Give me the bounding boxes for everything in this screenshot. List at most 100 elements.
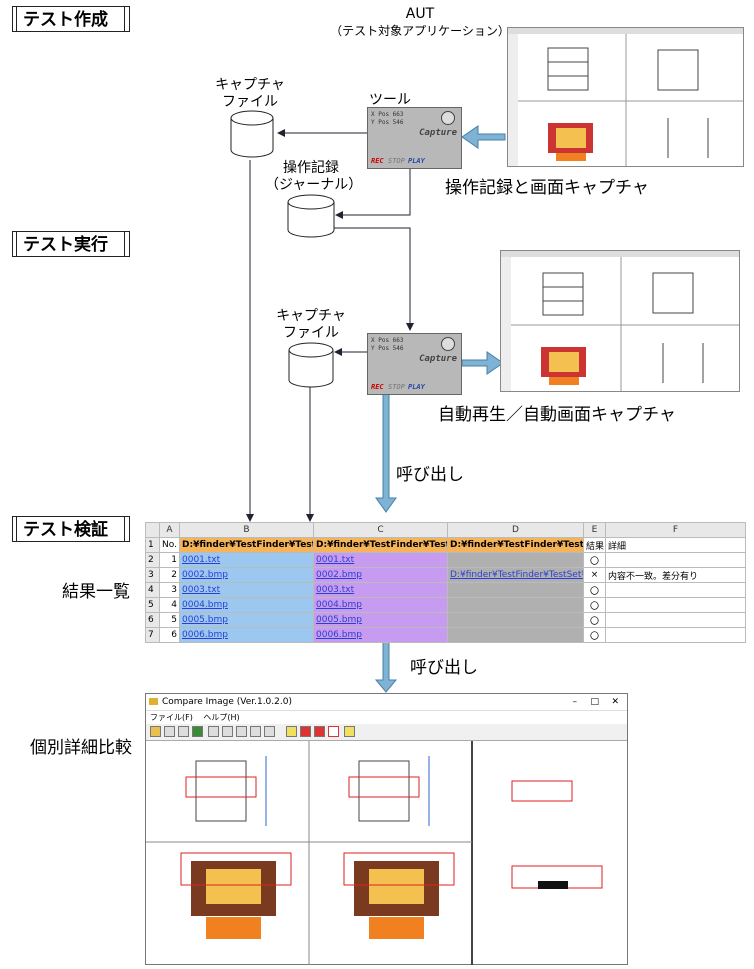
row-number[interactable]: 1 (145, 537, 160, 553)
image-icon[interactable] (192, 726, 203, 737)
capture-button[interactable]: Capture (419, 128, 457, 138)
row-number[interactable]: 6 (145, 612, 160, 628)
cell-d-header[interactable]: D:¥finder¥TestFinder¥TestSet¥ (447, 537, 584, 553)
zoom-in-icon[interactable] (222, 726, 233, 737)
marker-icon[interactable] (286, 726, 297, 737)
cell-d-link[interactable]: D:¥finder¥TestFinder¥TestSet¥C (447, 567, 584, 583)
menu-help[interactable]: ヘルプ(H) (203, 713, 240, 722)
row-number[interactable]: 7 (145, 627, 160, 643)
cell-c-header[interactable]: D:¥finder¥TestFinder¥TestSet¥ (313, 537, 448, 553)
aut-label-line1: AUT (405, 6, 435, 22)
section-execute: テスト実行 (12, 231, 130, 257)
cell-no[interactable]: 4 (159, 597, 180, 613)
stop-button[interactable]: STOP (388, 383, 405, 391)
cell-b-header[interactable]: D:¥finder¥TestFinder¥TestSet¥ (179, 537, 314, 553)
cell-d[interactable] (447, 552, 584, 568)
arrow-journal-to-tool2 (310, 227, 414, 331)
diff-box-icon[interactable] (328, 726, 339, 737)
cell-c-link[interactable]: 0005.bmp (313, 612, 448, 628)
close-icon[interactable]: ✕ (611, 697, 619, 707)
cell-result[interactable]: 〇 (583, 552, 606, 568)
cell-c-link[interactable]: 0004.bmp (313, 597, 448, 613)
cell-b-link[interactable]: 0005.bmp (179, 612, 314, 628)
grid-icon[interactable] (264, 726, 275, 737)
cell-detail[interactable] (605, 552, 746, 568)
row-number[interactable]: 4 (145, 582, 160, 598)
cell-result[interactable]: × (583, 567, 606, 583)
cell-d[interactable] (447, 582, 584, 598)
cell-detail[interactable] (605, 582, 746, 598)
prev-diff-icon[interactable] (314, 726, 325, 737)
col-header-f[interactable]: F (605, 522, 746, 538)
cell-no[interactable]: 6 (159, 627, 180, 643)
minimize-icon[interactable]: – (572, 697, 578, 707)
cell-b-link[interactable]: 0003.txt (179, 582, 314, 598)
cell-c-link[interactable]: 0006.bmp (313, 627, 448, 643)
table-row: 6 5 0005.bmp 0005.bmp 〇 (145, 612, 746, 628)
cell-d[interactable] (447, 612, 584, 628)
col-header-e[interactable]: E (583, 522, 606, 538)
aut-label: AUT （テスト対象アプリケーション） (320, 6, 520, 40)
maximize-icon[interactable]: □ (590, 697, 599, 707)
col-header-d[interactable]: D (447, 522, 584, 538)
rec-button[interactable]: REC (371, 383, 384, 391)
compare-image-window: Compare Image (Ver.1.0.2.0) – □ ✕ ファイル(F… (145, 693, 628, 965)
cell-detail[interactable]: 内容不一致。差分有り (605, 567, 746, 583)
stop-button[interactable]: STOP (388, 157, 405, 165)
cell-no-header[interactable]: No. (159, 537, 180, 553)
cell-no[interactable]: 2 (159, 567, 180, 583)
cursor-icon[interactable] (208, 726, 219, 737)
cell-detail[interactable] (605, 627, 746, 643)
help-icon[interactable] (344, 726, 355, 737)
capture-file-1-cylinder (230, 110, 274, 158)
cell-result-header[interactable]: 結果 (583, 537, 606, 553)
save-icon[interactable] (164, 726, 175, 737)
open-folder-icon[interactable] (150, 726, 161, 737)
cell-no[interactable]: 3 (159, 582, 180, 598)
menu-file[interactable]: ファイル(F) (150, 713, 193, 722)
crosshair-icon[interactable] (441, 337, 455, 351)
cell-detail[interactable] (605, 612, 746, 628)
cell-b-link[interactable]: 0002.bmp (179, 567, 314, 583)
crosshair-icon[interactable] (441, 111, 455, 125)
menu-bar: ファイル(F) ヘルプ(H) (146, 711, 627, 724)
col-header-c[interactable]: C (313, 522, 448, 538)
cell-result[interactable]: 〇 (583, 582, 606, 598)
capture-file-2-cylinder (288, 342, 334, 388)
cell-c-link[interactable]: 0003.txt (313, 582, 448, 598)
cell-no[interactable]: 5 (159, 612, 180, 628)
cell-result[interactable]: 〇 (583, 597, 606, 613)
row-number[interactable]: 5 (145, 597, 160, 613)
cell-no[interactable]: 1 (159, 552, 180, 568)
zoom-out-icon[interactable] (236, 726, 247, 737)
row-number[interactable]: 3 (145, 567, 160, 583)
cell-d[interactable] (447, 597, 584, 613)
row-number[interactable]: 2 (145, 552, 160, 568)
compare-panes (146, 741, 603, 965)
capture-button[interactable]: Capture (419, 354, 457, 364)
fit-icon[interactable] (250, 726, 261, 737)
col-header-a[interactable]: A (159, 522, 180, 538)
cell-detail-header[interactable]: 詳細 (605, 537, 746, 553)
cell-d[interactable] (447, 627, 584, 643)
print-icon[interactable] (178, 726, 189, 737)
play-button[interactable]: PLAY (408, 383, 425, 391)
rec-button[interactable]: REC (371, 157, 384, 165)
table-row: 4 3 0003.txt 0003.txt 〇 (145, 582, 746, 598)
result-spreadsheet: A B C D E F 1 No. D:¥finder¥TestFinder¥T… (145, 522, 746, 643)
cell-b-link[interactable]: 0006.bmp (179, 627, 314, 643)
aut-drawing-2 (501, 251, 739, 391)
cell-c-link[interactable]: 0002.bmp (313, 567, 448, 583)
cell-c-link[interactable]: 0001.txt (313, 552, 448, 568)
col-header-b[interactable]: B (179, 522, 314, 538)
journal-line1: 操作記録 (283, 160, 339, 176)
cell-b-link[interactable]: 0004.bmp (179, 597, 314, 613)
cell-b-link[interactable]: 0001.txt (179, 552, 314, 568)
play-button[interactable]: PLAY (408, 157, 425, 165)
corner-cell[interactable] (145, 522, 160, 538)
cell-result[interactable]: 〇 (583, 612, 606, 628)
next-diff-icon[interactable] (300, 726, 311, 737)
cell-detail[interactable] (605, 597, 746, 613)
cell-result[interactable]: 〇 (583, 627, 606, 643)
